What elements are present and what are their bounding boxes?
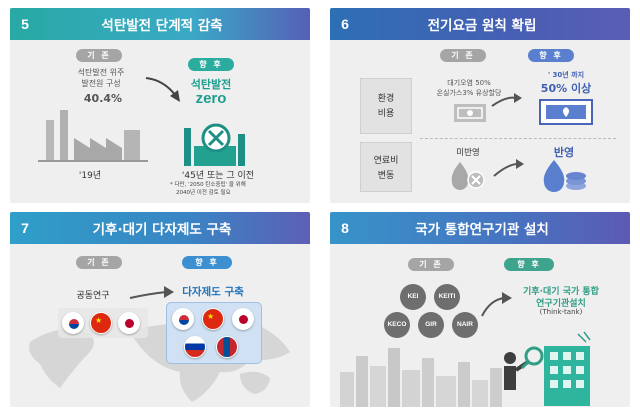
panel-number: 6 <box>341 16 349 32</box>
oil-drop-coins-icon <box>543 160 586 192</box>
green-building-icon <box>544 331 591 406</box>
institute-bubble: GIR <box>418 312 444 338</box>
note-2: 2040년 이전 검토 필요 <box>176 190 231 196</box>
panel-title: 국가 통합연구기관 설치 <box>415 222 549 238</box>
after-year: '45년 또는 그 이전 <box>181 171 255 181</box>
arrow-icon <box>491 93 522 107</box>
before-pill: 기 존 <box>408 258 454 271</box>
after-desc-2: 연구기관설치 <box>536 299 586 309</box>
after-desc: 다자제도 구축 <box>182 286 244 298</box>
row1-before-2: 온실가스3% 유상할당 <box>436 89 502 97</box>
row1-label-2: 비용 <box>377 109 395 119</box>
row1-after-top: ' 30년 까지 <box>547 71 585 79</box>
russia-flag-icon <box>184 336 206 358</box>
japan-flag-icon <box>232 308 254 330</box>
after-value: zero <box>195 90 227 107</box>
panel-number: 5 <box>21 16 29 32</box>
china-flag-icon: ★ <box>202 308 224 330</box>
before-desc-1: 석탄발전 위주 <box>77 68 125 77</box>
banknote-icon <box>454 104 486 122</box>
after-desc-3: (Think-tank) <box>539 308 583 316</box>
panel-coal-phaseout: 5 석탄발전 단계적 감축 기 존 석탄발전 위주 발전원 구성 40.4% '… <box>10 8 310 203</box>
before-value: 40.4% <box>83 92 123 105</box>
mongolia-flag-icon <box>216 336 238 358</box>
institute-bubble: NAIR <box>452 312 478 338</box>
institute-bubble: KEITI <box>434 284 460 310</box>
arrow-icon <box>145 77 180 102</box>
note-1: * 다만, '2050 탄소중립' 을 위해 <box>170 182 246 188</box>
after-pill: 향 후 <box>528 49 574 62</box>
panel-header: 6 전기요금 원칙 확립 <box>330 8 630 40</box>
arrow-icon <box>481 292 512 317</box>
row2-after: 반영 <box>553 146 575 159</box>
after-title: 석탄발전 <box>190 78 232 91</box>
row2-label-1: 연료비 <box>373 156 399 166</box>
panel-title: 전기요금 원칙 확립 <box>427 18 537 34</box>
after-desc-1: 기후·대기 국가 통합 <box>523 287 599 297</box>
before-pill: 기 존 <box>76 49 122 62</box>
row2-label-box: 연료비 변동 <box>360 142 412 192</box>
row2-label-2: 변동 <box>377 171 395 181</box>
arrow-icon <box>129 286 174 299</box>
institute-bubble: KECO <box>384 312 410 338</box>
panel-multilateral-system: 7 기후·대기 다자제도 구축 기 존 향 후 공동연구 다자제도 구축 ★ ★ <box>10 212 310 407</box>
panel-number: 7 <box>21 220 29 236</box>
panel-header: 7 기후·대기 다자제도 구축 <box>10 212 310 244</box>
row1-label-1: 환경 <box>377 94 395 104</box>
after-pill: 향 후 <box>182 256 232 269</box>
row1-after-value: 50% 이상 <box>540 82 592 95</box>
green-banknote-icon <box>539 99 593 125</box>
panel-title: 기후·대기 다자제도 구축 <box>92 222 232 238</box>
panel-national-institute: 8 국가 통합연구기관 설치 기 존 향 후 KEI KEITI KECO GI… <box>330 212 630 407</box>
zero-factory-icon <box>184 123 245 166</box>
factory-icon <box>38 110 148 162</box>
china-flag-icon: ★ <box>90 312 112 334</box>
after-pill: 향 후 <box>188 58 234 71</box>
before-desc: 공동연구 <box>76 291 110 301</box>
before-pill: 기 존 <box>440 49 486 62</box>
panel-title: 석탄발전 단계적 감축 <box>101 18 223 34</box>
after-pill: 향 후 <box>504 258 554 271</box>
row1-label-box: 환경 비용 <box>360 78 412 134</box>
panel-electricity-rate: 6 전기요금 원칙 확립 기 존 향 후 환경 비용 대기오염 50% 온실가스… <box>330 8 630 203</box>
japan-flag-icon <box>118 312 140 334</box>
institute-bubble: KEI <box>400 284 426 310</box>
row1-before-1: 대기오염 50% <box>447 79 491 87</box>
before-desc-2: 발전원 구성 <box>81 79 121 88</box>
panel-header: 8 국가 통합연구기관 설치 <box>330 212 630 244</box>
arrow-icon <box>493 159 524 177</box>
korea-flag-icon <box>62 312 84 334</box>
panel-number: 8 <box>341 220 349 236</box>
before-pill: 기 존 <box>76 256 122 269</box>
city-skyline-icon <box>340 348 502 407</box>
researcher-icon <box>504 346 544 390</box>
panel-header: 5 석탄발전 단계적 감축 <box>10 8 310 40</box>
oil-drop-coin-icon <box>451 162 485 190</box>
row2-before: 미반영 <box>456 148 480 158</box>
before-year: '19년 <box>78 171 102 181</box>
divider <box>420 138 616 139</box>
korea-flag-icon <box>172 308 194 330</box>
